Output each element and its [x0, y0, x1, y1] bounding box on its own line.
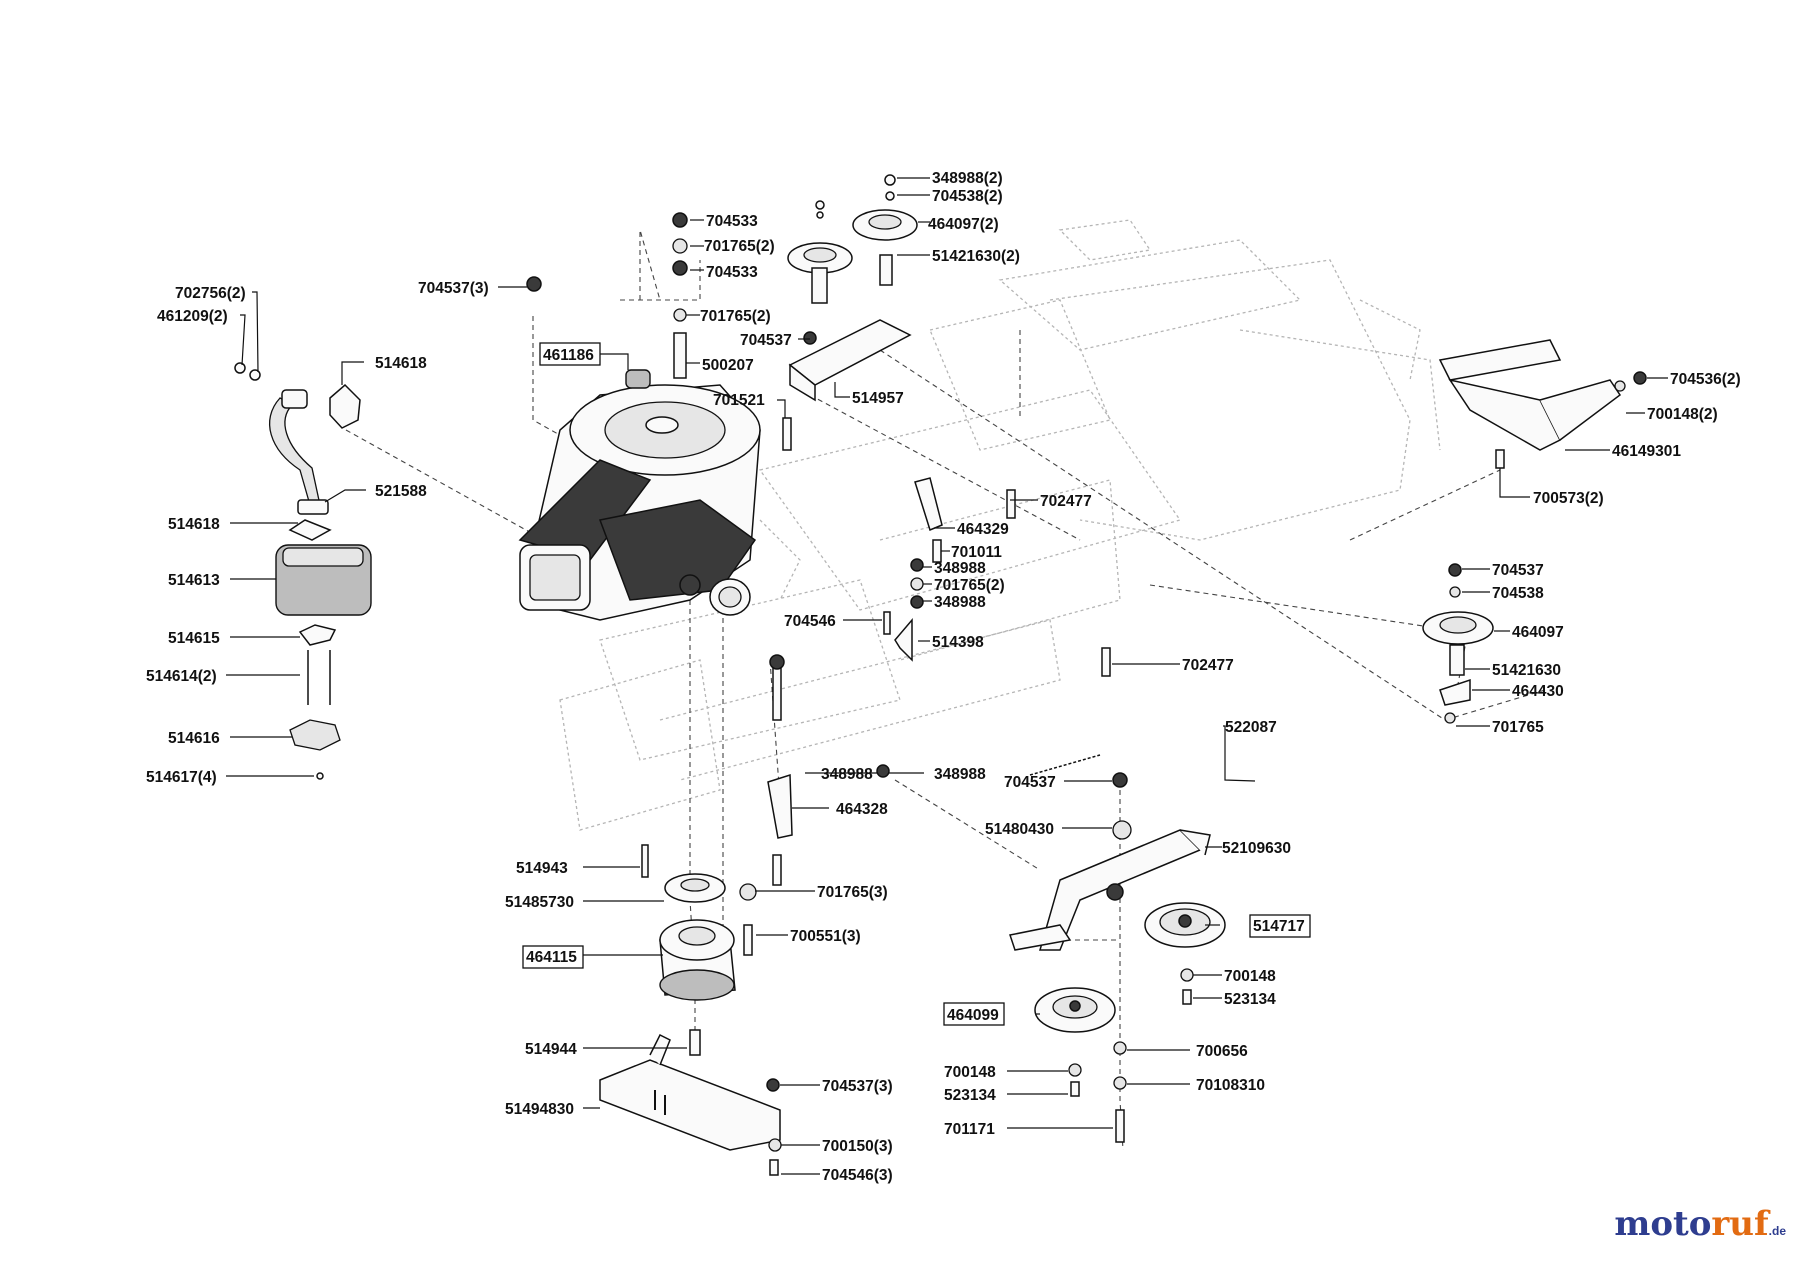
part-label: 704537 — [1492, 562, 1544, 579]
part-label: 700551(3) — [790, 928, 861, 945]
label-box — [522, 945, 584, 969]
front-axle-bracket — [1438, 339, 1647, 469]
part-label: 500207 — [702, 357, 754, 374]
part-label-boxed: 464115 — [526, 949, 577, 966]
center-hardware — [526, 212, 1111, 956]
part-label: 514615 — [168, 630, 220, 647]
part-label: 701171 — [944, 1121, 995, 1138]
part-label: 704537 — [1004, 774, 1056, 791]
part-label: 514616 — [168, 730, 220, 747]
pulley-bracket — [788, 319, 912, 402]
part-label: 464430 — [1512, 683, 1564, 700]
part-label: 461209(2) — [157, 308, 228, 325]
part-labels: 348988(2) 704538(2) 464097(2) 51421630(2… — [146, 170, 1741, 1184]
label-box — [539, 342, 601, 366]
part-label: 702477 — [1182, 657, 1234, 674]
label-box — [943, 1002, 1005, 1026]
part-label: 702477 — [1040, 493, 1092, 510]
part-label: 348988 — [934, 766, 986, 783]
part-label: 514614(2) — [146, 668, 217, 685]
part-label: 51494830 — [505, 1101, 574, 1118]
part-label: 523134 — [944, 1087, 996, 1104]
part-label: 700148(2) — [1647, 406, 1718, 423]
part-label: 704533 — [706, 264, 758, 281]
motoruf-logo: motoruf.de — [1614, 1204, 1786, 1244]
part-label: 700148 — [1224, 968, 1276, 985]
part-label: 701765(2) — [704, 238, 775, 255]
exhaust-assembly — [234, 362, 361, 515]
part-label: 464097 — [1512, 624, 1564, 641]
part-label: 464097(2) — [928, 216, 999, 233]
idler-pulleys-top — [787, 174, 918, 304]
part-label: 514943 — [516, 860, 568, 877]
logo-part1: moto — [1614, 1204, 1712, 1244]
right-drive-pulley — [1144, 902, 1226, 1005]
part-label-boxed: 464099 — [947, 1007, 999, 1024]
part-label: 70108310 — [1196, 1077, 1265, 1094]
part-label: 700150(3) — [822, 1138, 893, 1155]
part-label: 464329 — [957, 521, 1009, 538]
part-label: 348988 — [821, 766, 873, 783]
idler-arm-assembly — [1009, 754, 1211, 951]
part-label: 51480430 — [985, 821, 1054, 838]
part-label: 704538(2) — [932, 188, 1003, 205]
part-label: 523134 — [1224, 991, 1276, 1008]
part-label: 51421630(2) — [932, 248, 1020, 265]
part-label: 51421630 — [1492, 662, 1561, 679]
part-label: 704536(2) — [1670, 371, 1741, 388]
part-label: 348988 — [934, 560, 986, 577]
part-label: 701765(2) — [934, 577, 1005, 594]
muffler-assembly — [275, 519, 372, 780]
part-label: 514944 — [525, 1041, 577, 1058]
assembly-guide-lines — [345, 229, 1546, 1151]
clutch-assembly — [641, 844, 736, 1056]
leader-lines — [226, 177, 1668, 1175]
engine — [518, 369, 761, 621]
part-label: 704538 — [1492, 585, 1544, 602]
part-label-boxed: 461186 — [543, 347, 594, 364]
part-label: 704533 — [706, 213, 758, 230]
part-label: 348988(2) — [932, 170, 1003, 187]
part-label: 704546 — [784, 613, 836, 630]
part-label: 704537 — [740, 332, 792, 349]
part-label-boxed: 514717 — [1253, 918, 1305, 935]
part-label: 701765 — [1492, 719, 1544, 736]
part-label: 514617(4) — [146, 769, 217, 786]
part-label: 704537(3) — [822, 1078, 893, 1095]
label-box — [1249, 914, 1311, 938]
logo-tld: .de — [1768, 1224, 1786, 1238]
clutch-mount-plate — [599, 1033, 782, 1176]
part-label: 701521 — [713, 392, 765, 409]
part-label: 701765(3) — [817, 884, 888, 901]
part-label: 514618 — [375, 355, 427, 372]
part-label: 700573(2) — [1533, 490, 1604, 507]
logo-part2: ruf — [1711, 1204, 1769, 1244]
part-label: 521588 — [375, 483, 427, 500]
ghost-chassis-frame — [559, 219, 1441, 831]
part-label: 514957 — [852, 390, 904, 407]
part-label: 701765(2) — [700, 308, 771, 325]
lower-center-pulley — [1034, 987, 1127, 1143]
part-label: 702756(2) — [175, 285, 246, 302]
part-label: 704537(3) — [418, 280, 489, 297]
part-label: 700148 — [944, 1064, 996, 1081]
part-label: 514618 — [168, 516, 220, 533]
part-label: 46149301 — [1612, 443, 1681, 460]
part-label: 464328 — [836, 801, 888, 818]
part-label: 348988 — [934, 594, 986, 611]
part-label: 514398 — [932, 634, 984, 651]
part-label: 514613 — [168, 572, 220, 589]
part-label: 704546(3) — [822, 1167, 893, 1184]
right-idler-pulley — [1422, 563, 1494, 724]
part-label: 51485730 — [505, 894, 574, 911]
part-label: 52109630 — [1222, 840, 1291, 857]
part-label: 700656 — [1196, 1043, 1248, 1060]
part-label: 701011 — [951, 544, 1002, 561]
part-label: 522087 — [1225, 719, 1277, 736]
